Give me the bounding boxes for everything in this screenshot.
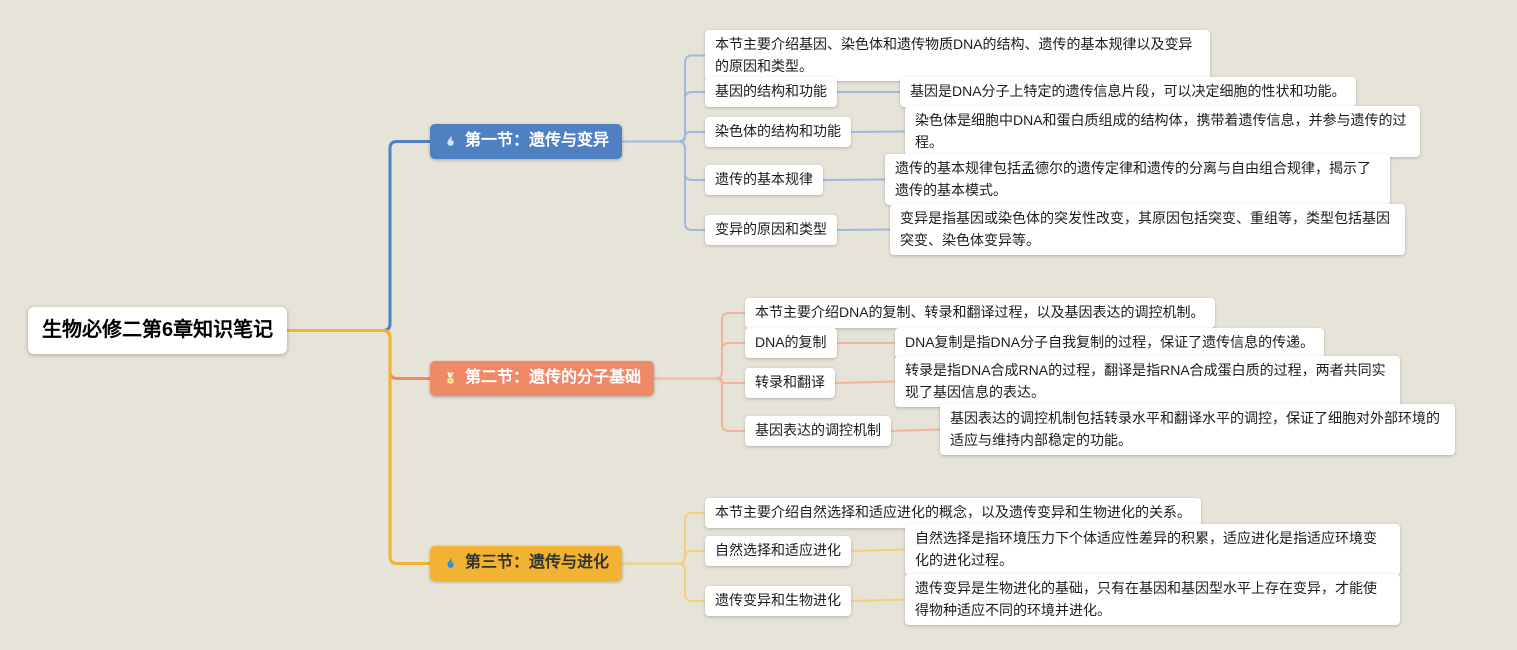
connector: [653, 377, 746, 432]
connector: [890, 428, 941, 432]
topic-node[interactable]: 自然选择和适应进化: [705, 536, 851, 566]
topic-node[interactable]: 基因表达的调控机制: [745, 416, 891, 446]
connector: [621, 131, 706, 143]
connector: [621, 91, 706, 143]
connector: [653, 312, 746, 380]
topic-node[interactable]: 变异的原因和类型: [705, 215, 837, 245]
flame-icon: [443, 134, 458, 149]
connector: [653, 342, 746, 380]
intro-node[interactable]: 本节主要介绍基因、染色体和遗传物质DNA的结构、遗传的基本规律以及变异的原因和类…: [705, 30, 1210, 82]
connector: [621, 140, 706, 181]
detail-node[interactable]: 变异是指基因或染色体的突发性改变，其原因包括突变、重组等，类型包括基因突变、染色…: [890, 204, 1405, 256]
connector: [621, 140, 706, 231]
detail-node[interactable]: 基因是DNA分子上特定的遗传信息片段，可以决定细胞的性状和功能。: [900, 77, 1356, 107]
connector: [850, 548, 906, 552]
section-node-1[interactable]: 第一节：遗传与变异: [430, 124, 623, 159]
connector: [621, 550, 706, 565]
detail-node[interactable]: 染色体是细胞中DNA和蛋白质组成的结构体，携带着遗传信息，并参与遗传的过程。: [905, 106, 1420, 158]
section-label: 第三节：遗传与进化: [465, 554, 610, 571]
connector: [836, 228, 891, 231]
topic-node[interactable]: 转录和翻译: [745, 368, 835, 398]
intro-node[interactable]: 本节主要介绍DNA的复制、转录和翻译过程，以及基因表达的调控机制。: [745, 298, 1215, 328]
topic-node[interactable]: 遗传变异和生物进化: [705, 586, 851, 616]
section-label: 第二节：遗传的分子基础: [465, 369, 642, 386]
topic-node[interactable]: 染色体的结构和功能: [705, 117, 851, 147]
detail-node[interactable]: DNA复制是指DNA分子自我复制的过程，保证了遗传信息的传递。: [895, 328, 1325, 358]
section-node-3[interactable]: 第三节：遗传与进化: [430, 546, 623, 581]
topic-node[interactable]: 基因的结构和功能: [705, 77, 837, 107]
section-node-2[interactable]: 第二节：遗传的分子基础: [430, 361, 655, 396]
connector: [621, 512, 706, 565]
root-node[interactable]: 生物必修二第6章知识笔记: [28, 307, 288, 354]
topic-node[interactable]: DNA的复制: [745, 328, 837, 358]
detail-node[interactable]: 转录是指DNA合成RNA的过程，翻译是指RNA合成蛋白质的过程，两者共同实现了基…: [895, 356, 1400, 408]
medal-icon: [443, 371, 458, 386]
connector: [850, 598, 906, 602]
detail-node[interactable]: 自然选择是指环境压力下个体适应性差异的积累，适应进化是指适应环境变化的进化过程。: [905, 524, 1400, 576]
topic-node[interactable]: 遗传的基本规律: [705, 165, 823, 195]
connector: [285, 140, 432, 332]
connector: [822, 178, 886, 181]
connector: [285, 329, 432, 380]
connector: [621, 562, 706, 602]
section-label: 第一节：遗传与变异: [465, 132, 610, 149]
connector: [850, 130, 906, 133]
detail-node[interactable]: 遗传的基本规律包括孟德尔的遗传定律和遗传的分离与自由组合规律，揭示了遗传的基本模…: [885, 154, 1390, 206]
detail-node[interactable]: 遗传变异是生物进化的基础，只有在基因和基因型水平上存在变异，才能使得物种适应不同…: [905, 574, 1400, 626]
connector: [621, 54, 706, 143]
intro-node[interactable]: 本节主要介绍自然选择和适应进化的概念，以及遗传变异和生物进化的关系。: [705, 498, 1201, 528]
connector: [834, 380, 896, 384]
flame-icon: [443, 556, 458, 571]
connector: [653, 377, 746, 384]
connector: [285, 329, 432, 565]
detail-node[interactable]: 基因表达的调控机制包括转录水平和翻译水平的调控，保证了细胞对外部环境的适应与维持…: [940, 404, 1455, 456]
